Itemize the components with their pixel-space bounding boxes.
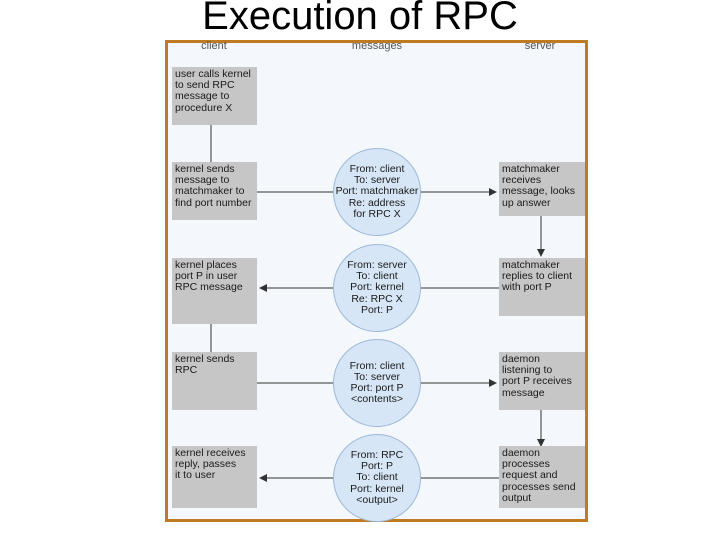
client-column-header: client (201, 40, 227, 52)
messages-column-header: messages (351, 40, 403, 52)
server-column-header: server (524, 40, 556, 52)
slide-title: Execution of RPC (202, 0, 518, 38)
